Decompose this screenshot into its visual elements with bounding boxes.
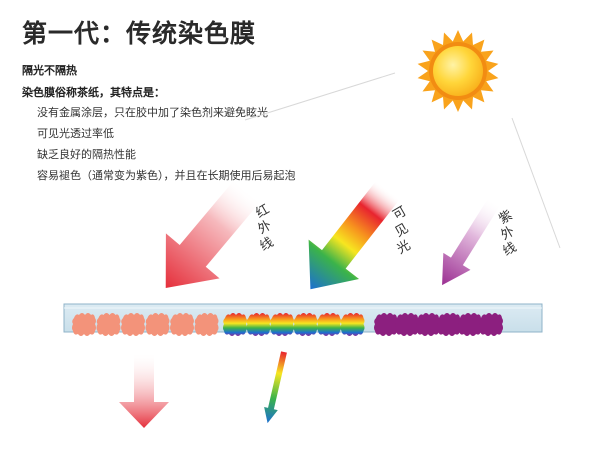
feature-item: 没有金属涂层，只在胶中加了染色剂来避免眩光 — [37, 106, 268, 119]
visible-light-incoming-arrow — [308, 180, 400, 290]
ultraviolet-incoming-arrow — [442, 198, 500, 286]
visible-dye-particle — [246, 313, 271, 336]
ultraviolet-label-char: 线 — [501, 240, 520, 259]
visible-dye-particle — [223, 313, 247, 336]
ultraviolet-label-char: 外 — [499, 224, 518, 243]
visible-dye-particle — [340, 313, 365, 336]
ultraviolet-label-char: 紫 — [497, 208, 516, 227]
ultraviolet-dye-particle — [395, 313, 419, 336]
infrared-dye-particle — [170, 313, 194, 336]
visible-light-transmitted-arrow — [264, 351, 287, 424]
ultraviolet-dye-particle — [437, 313, 461, 336]
light-guide-line — [511, 117, 561, 249]
infrared-dye-particle — [96, 313, 121, 336]
infrared-transmitted-arrow — [119, 354, 169, 428]
dye-particles — [72, 313, 503, 336]
feature-list: 没有金属涂层，只在胶中加了染色剂来避免眩光 可见光透过率低 缺乏良好的隔热性能 … — [37, 102, 296, 186]
infrared-dye-particle — [145, 313, 170, 336]
visible-label-char: 光 — [395, 238, 414, 257]
sun-icon — [417, 30, 499, 112]
visible-dye-particle — [317, 313, 341, 336]
ultraviolet-label: 紫 外 线 — [497, 208, 520, 259]
visible-label-char: 可 — [391, 204, 410, 223]
infrared-incoming-arrow — [165, 179, 262, 289]
light-guide-line — [244, 72, 396, 121]
subtitle: 隔光不隔热 — [22, 64, 77, 77]
infrared-label-char: 线 — [258, 235, 277, 254]
infrared-dye-particle — [121, 313, 145, 336]
ultraviolet-dye-particle — [479, 313, 503, 336]
visible-light-label: 可 见 光 — [391, 204, 414, 257]
visible-dye-particle — [293, 313, 318, 336]
intro-text: 染色膜俗称茶纸，其特点是： — [22, 86, 165, 99]
infrared-dye-particle — [194, 313, 219, 336]
infrared-label-char: 外 — [256, 218, 275, 237]
feature-item: 可见光透过率低 — [37, 127, 114, 140]
feature-item: 缺乏良好的隔热性能 — [37, 148, 136, 161]
ultraviolet-dye-particle — [374, 313, 398, 336]
feature-item: 容易褪色（通常变为紫色），并且在长期使用后易起泡 — [37, 169, 296, 182]
visible-dye-particle — [270, 313, 294, 336]
page-title: 第一代：传统染色膜 — [22, 19, 257, 48]
infrared-dye-particle — [72, 313, 96, 336]
ultraviolet-dye-particle — [458, 313, 482, 336]
visible-label-char: 见 — [393, 221, 412, 240]
ultraviolet-dye-particle — [416, 313, 440, 336]
infrared-label: 红 外 线 — [253, 201, 276, 254]
